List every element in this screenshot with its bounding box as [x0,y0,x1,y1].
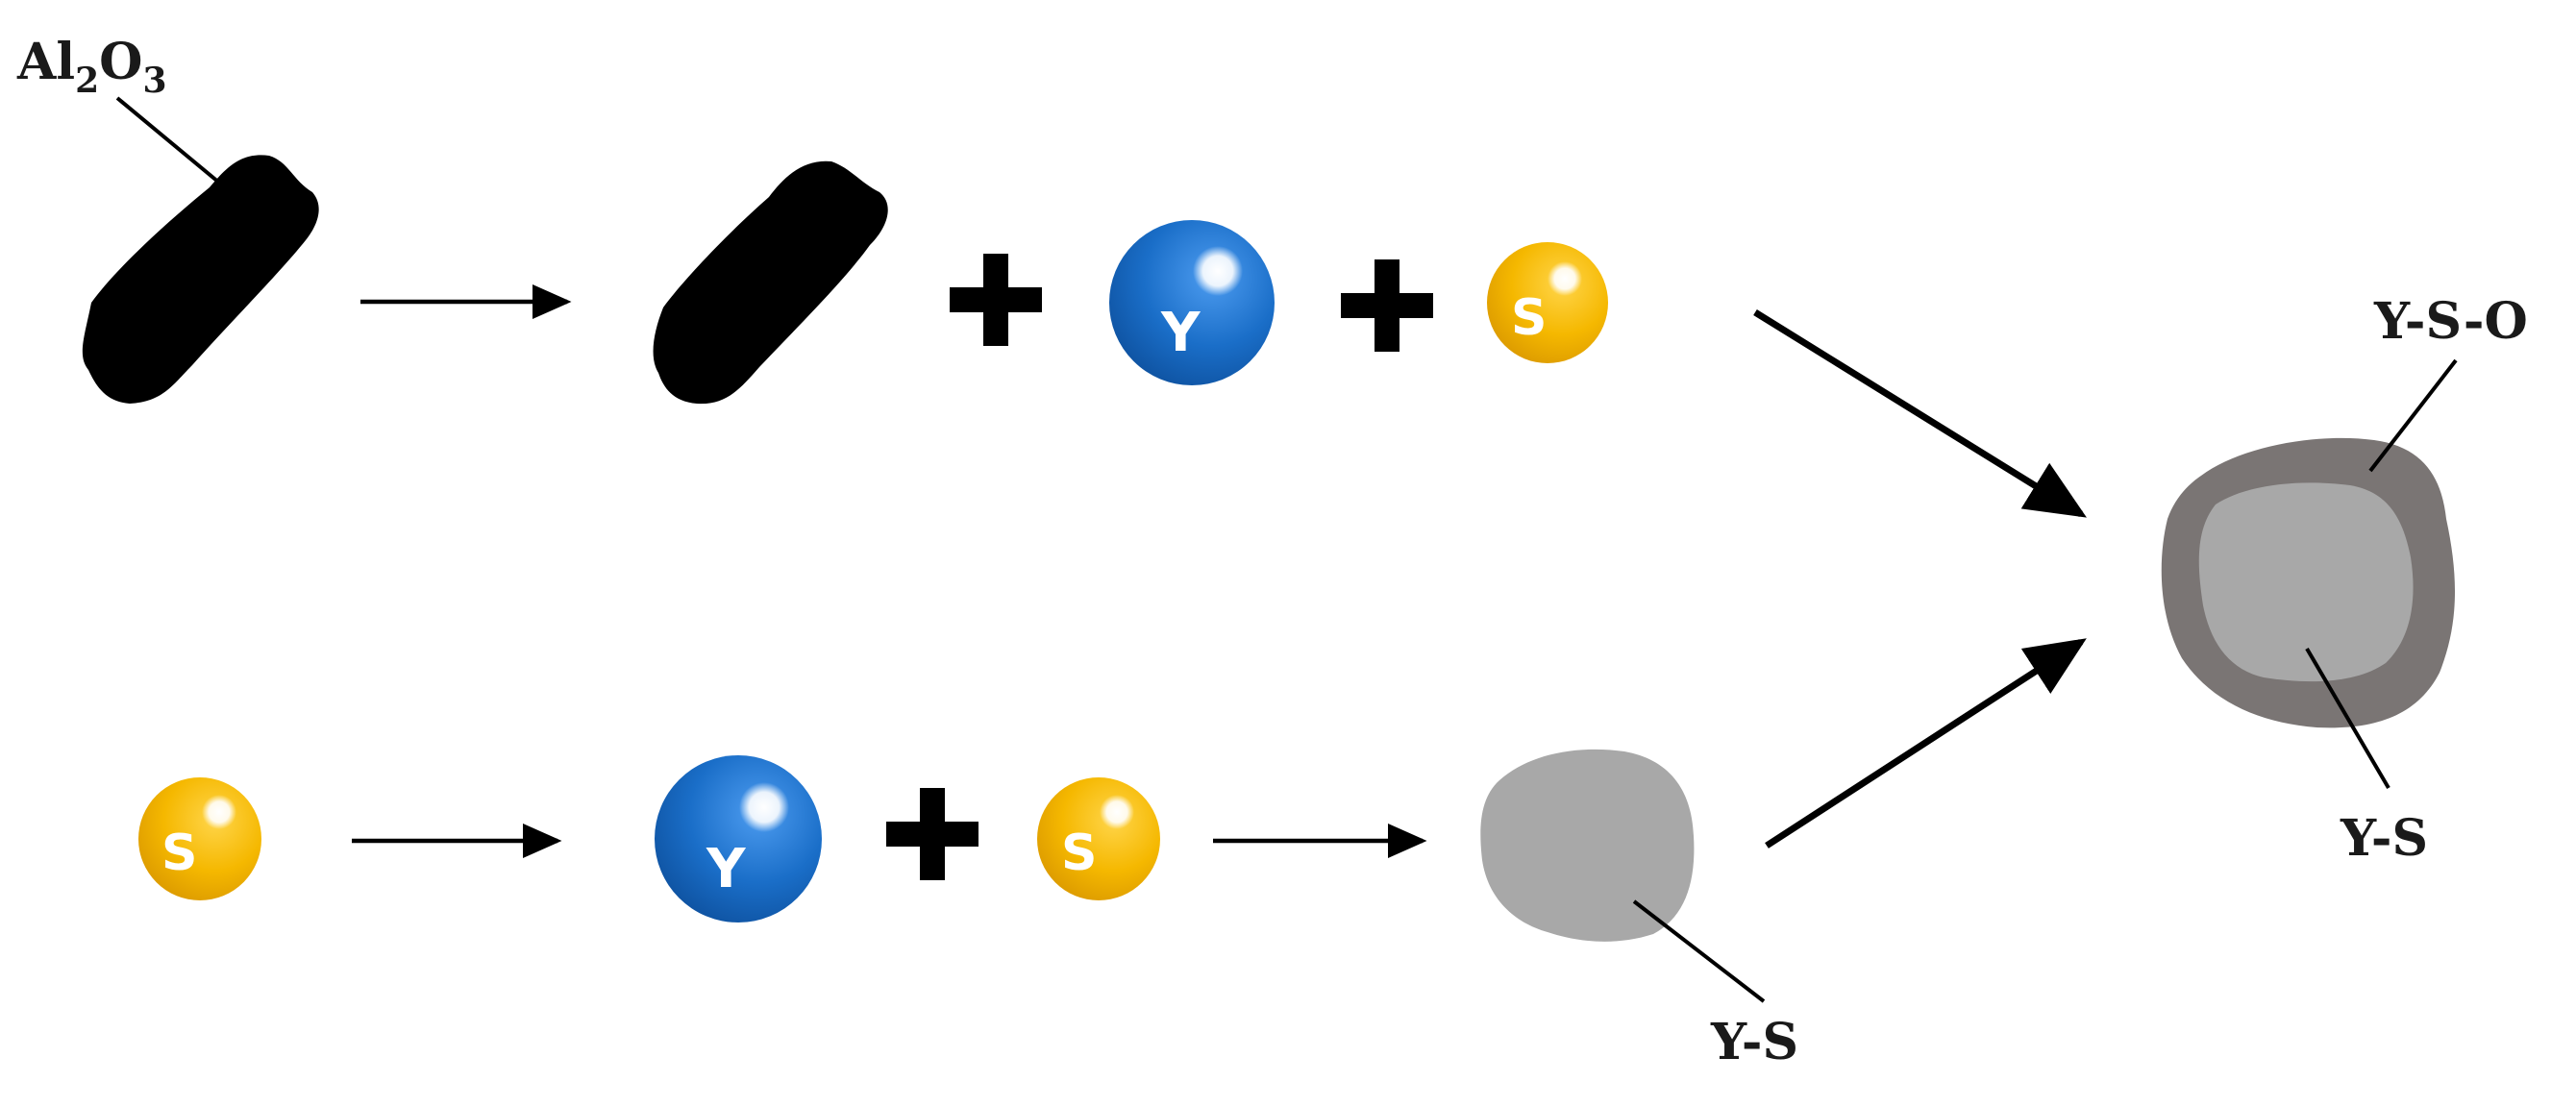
y-s-label-bottom: Y-S [1710,1013,1798,1071]
y-s-label-right: Y-S [2340,809,2428,868]
yttrium-letter: Y [1160,302,1201,364]
y-s-o-leader-line [2368,358,2458,473]
al2o3-leader-line [115,96,221,184]
y-s-leader-line [1632,899,1766,1003]
sulfur-letter: S [1511,289,1547,347]
plus-icon [950,254,1042,346]
sulfur-particle: S [138,777,261,900]
y-s-core [2198,482,2414,682]
alumina-particle [653,160,888,405]
alumina-particle [82,155,319,404]
sulfur-particle: S [1037,777,1160,900]
al2o3-label: Al2O3 [16,33,167,101]
sulfur-letter: S [1061,824,1097,882]
sulfur-letter: S [161,824,197,882]
y-s-leader-line [2305,647,2390,790]
y-s-o-label: Y-S-O [2373,292,2528,351]
y-s-particle [1480,749,1695,942]
arrow-right-icon [1753,309,2087,518]
yttrium-letter: Y [706,838,747,900]
arrow-right-icon [1765,638,2087,849]
plus-icon [1341,259,1433,352]
yttrium-particle: Y [655,755,822,922]
plus-icon [886,788,978,880]
yttrium-particle: Y [1109,220,1275,385]
sulfur-particle: S [1487,242,1608,363]
